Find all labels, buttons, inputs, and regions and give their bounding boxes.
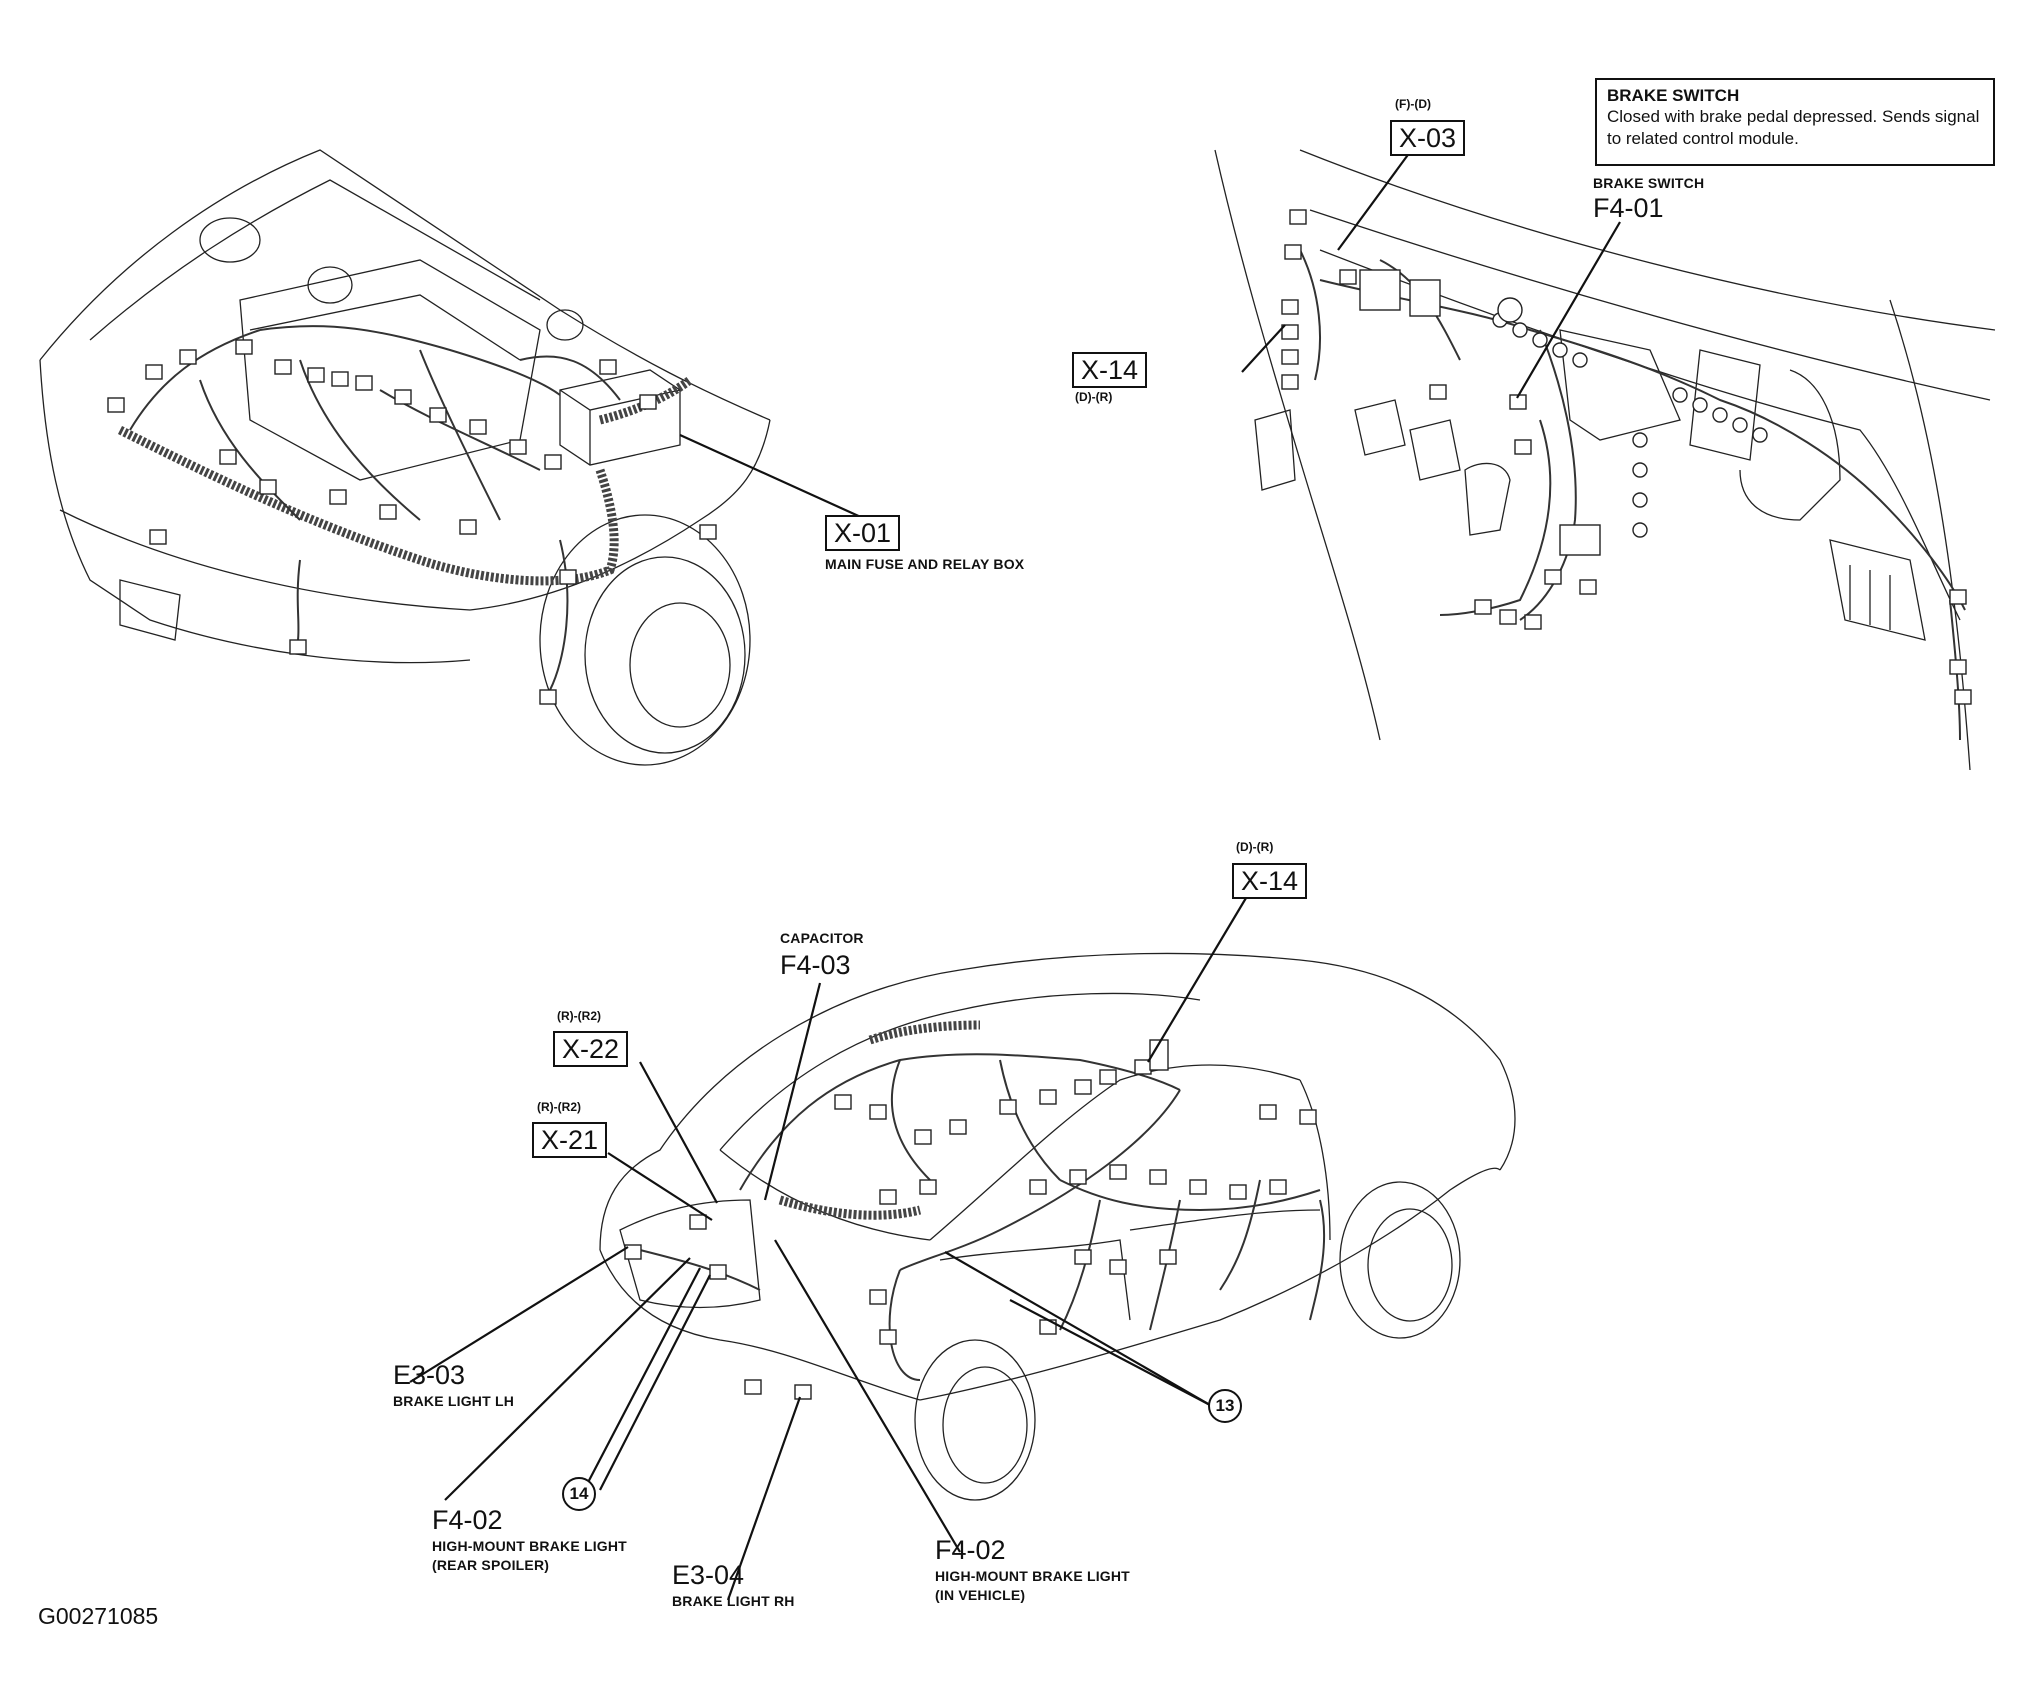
callout-caption: HIGH-MOUNT BRAKE LIGHT	[432, 1538, 627, 1554]
callout-code: X-22	[553, 1031, 629, 1067]
callout-caption: BRAKE SWITCH	[1593, 175, 1705, 191]
dashboard-interior-illustration	[1214, 149, 1996, 771]
description-box: BRAKE SWITCH Closed with brake pedal dep…	[1595, 78, 1995, 166]
marker-13: 13	[1208, 1389, 1242, 1423]
figure-id: G00271085	[38, 1603, 159, 1629]
callout-tag: (R)-(R2)	[557, 1009, 601, 1023]
callout-tag: (R)-(R2)	[537, 1100, 581, 1114]
description-text: Closed with brake pedal depressed. Sends…	[1607, 107, 1980, 148]
callout-caption: BRAKE LIGHT RH	[672, 1593, 795, 1609]
callout-caption: MAIN FUSE AND RELAY BOX	[825, 556, 1025, 572]
callout-code: F4-02	[432, 1505, 503, 1535]
callout-code: F4-02	[935, 1535, 1006, 1565]
callout-code: X-21	[532, 1122, 608, 1158]
callout-code: E3-04	[672, 1560, 745, 1590]
callout-tag: (D)-(R)	[1236, 840, 1274, 854]
callout-caption: (IN VEHICLE)	[935, 1587, 1026, 1603]
callout-code: X-03	[1390, 120, 1466, 156]
leader-lines	[409, 151, 1621, 1601]
description-title: BRAKE SWITCH	[1607, 86, 1740, 105]
callout-code: X-14	[1072, 352, 1148, 388]
callout-code: X-14	[1232, 863, 1308, 899]
callout-caption: HIGH-MOUNT BRAKE LIGHT	[935, 1568, 1130, 1584]
marker-14: 14	[562, 1477, 596, 1511]
callout-code: X-01	[825, 515, 901, 551]
callout-caption: CAPACITOR	[780, 930, 864, 946]
engine-compartment-illustration	[39, 149, 771, 766]
callout-caption: BRAKE LIGHT LH	[393, 1393, 515, 1409]
vehicle-body-illustration	[599, 952, 1516, 1501]
callout-code: E3-03	[393, 1360, 466, 1390]
callout-caption: (REAR SPOILER)	[432, 1557, 550, 1573]
callout-code: F4-03	[780, 950, 851, 980]
callout-tag: (F)-(D)	[1395, 97, 1431, 111]
callout-tag: (D)-(R)	[1075, 390, 1113, 404]
callout-code: F4-01	[1593, 193, 1664, 223]
